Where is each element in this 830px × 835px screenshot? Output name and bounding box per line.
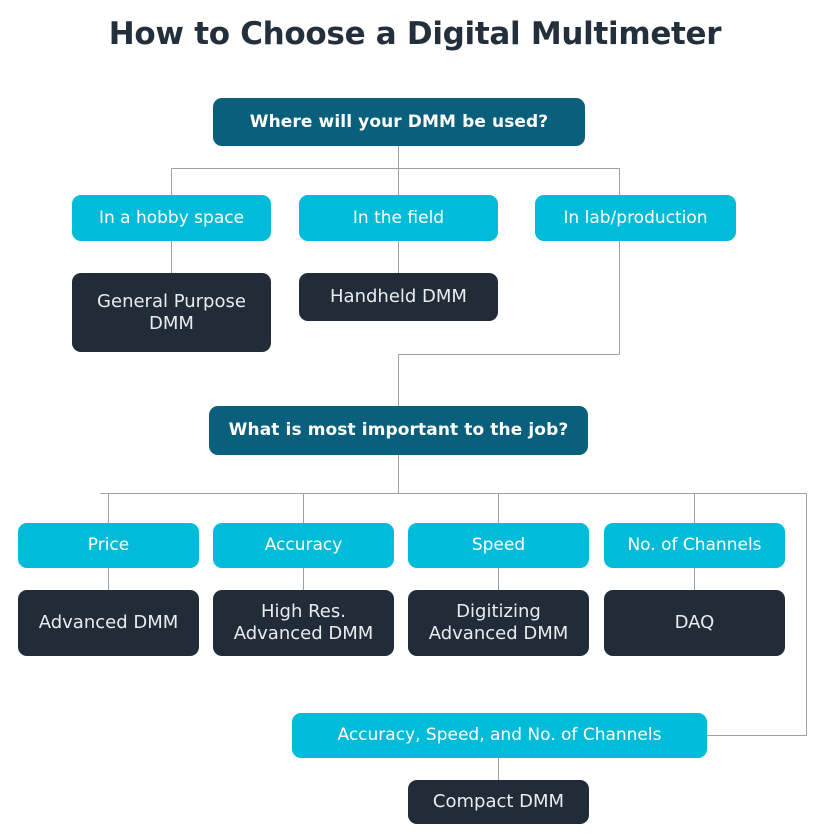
node-option-hobby-space[interactable]: In a hobby space xyxy=(72,195,271,241)
node-option-accuracy[interactable]: Accuracy xyxy=(213,523,394,568)
node-option-accuracy-speed-channels[interactable]: Accuracy, Speed, and No. of Channels xyxy=(292,713,707,758)
node-result-digitizing-advanced-dmm[interactable]: Digitizing Advanced DMM xyxy=(408,590,589,656)
node-option-speed[interactable]: Speed xyxy=(408,523,589,568)
node-result-daq[interactable]: DAQ xyxy=(604,590,785,656)
node-option-price[interactable]: Price xyxy=(18,523,199,568)
node-result-handheld-dmm[interactable]: Handheld DMM xyxy=(299,273,498,321)
node-decision-most-important[interactable]: What is most important to the job? xyxy=(209,406,588,455)
node-option-no-of-channels[interactable]: No. of Channels xyxy=(604,523,785,568)
node-option-lab-production[interactable]: In lab/production xyxy=(535,195,736,241)
node-result-high-res-advanced-dmm[interactable]: High Res. Advanced DMM xyxy=(213,590,394,656)
page-title: How to Choose a Digital Multimeter xyxy=(108,16,722,52)
node-result-advanced-dmm[interactable]: Advanced DMM xyxy=(18,590,199,656)
node-result-general-purpose-dmm[interactable]: General Purpose DMM xyxy=(72,273,271,352)
node-decision-where-used[interactable]: Where will your DMM be used? xyxy=(213,98,585,146)
node-result-compact-dmm[interactable]: Compact DMM xyxy=(408,780,589,824)
node-option-in-the-field[interactable]: In the field xyxy=(299,195,498,241)
